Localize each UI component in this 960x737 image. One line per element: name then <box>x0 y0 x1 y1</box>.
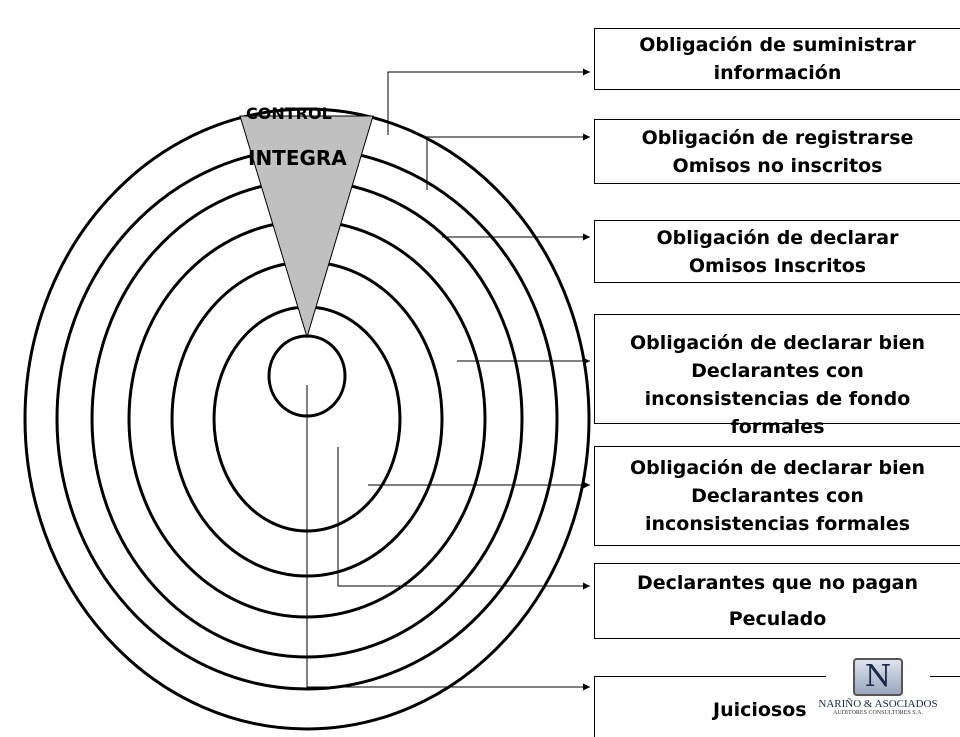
connector-6 <box>337 447 590 590</box>
connector-7 <box>306 385 590 691</box>
box-line: Obligación de declarar bien <box>629 332 926 354</box>
connector-2 <box>426 133 590 190</box>
box-line: Obligación de declarar bien <box>629 457 926 479</box>
narino-asociados-logo: N NARIÑO & ASOCIADOS AUDITORES CONSULTOR… <box>818 656 938 722</box>
box-line: Obligación de suministrar <box>639 34 916 56</box>
box-line: Declarantes con <box>691 485 864 507</box>
integra-label: INTEGRA <box>248 146 347 170</box>
logo-name: NARIÑO & ASOCIADOS <box>818 698 938 710</box>
box-line: Obligación de declarar <box>656 226 899 249</box>
box-line: Omisos Inscritos <box>688 254 867 277</box>
box-line: Omisos no inscritos <box>672 154 883 177</box>
box-line: inconsistencias de fondo <box>644 388 911 410</box>
connector-1 <box>387 68 590 135</box>
logo-letter: N <box>853 658 903 696</box>
box-line: Declarantes con <box>691 360 864 382</box>
box-line: inconsistencias formales <box>644 513 911 535</box>
box-line: información <box>713 62 842 84</box>
box-line: Peculado <box>728 608 827 630</box>
box-line: Juiciosos <box>713 699 807 721</box>
box-line: Declarantes que no pagan <box>636 572 919 594</box>
control-integra-wedge <box>239 115 374 339</box>
box-line: formales <box>730 416 825 438</box>
box-line: Obligación de registrarse <box>641 126 914 149</box>
ring-1-outer <box>23 107 591 731</box>
box-suministrar-informacion: Obligación de suministrar información <box>594 28 960 90</box>
control-label: CONTROL <box>246 104 332 123</box>
logo-tagline: AUDITORES CONSULTORES S.A. <box>833 710 923 716</box>
